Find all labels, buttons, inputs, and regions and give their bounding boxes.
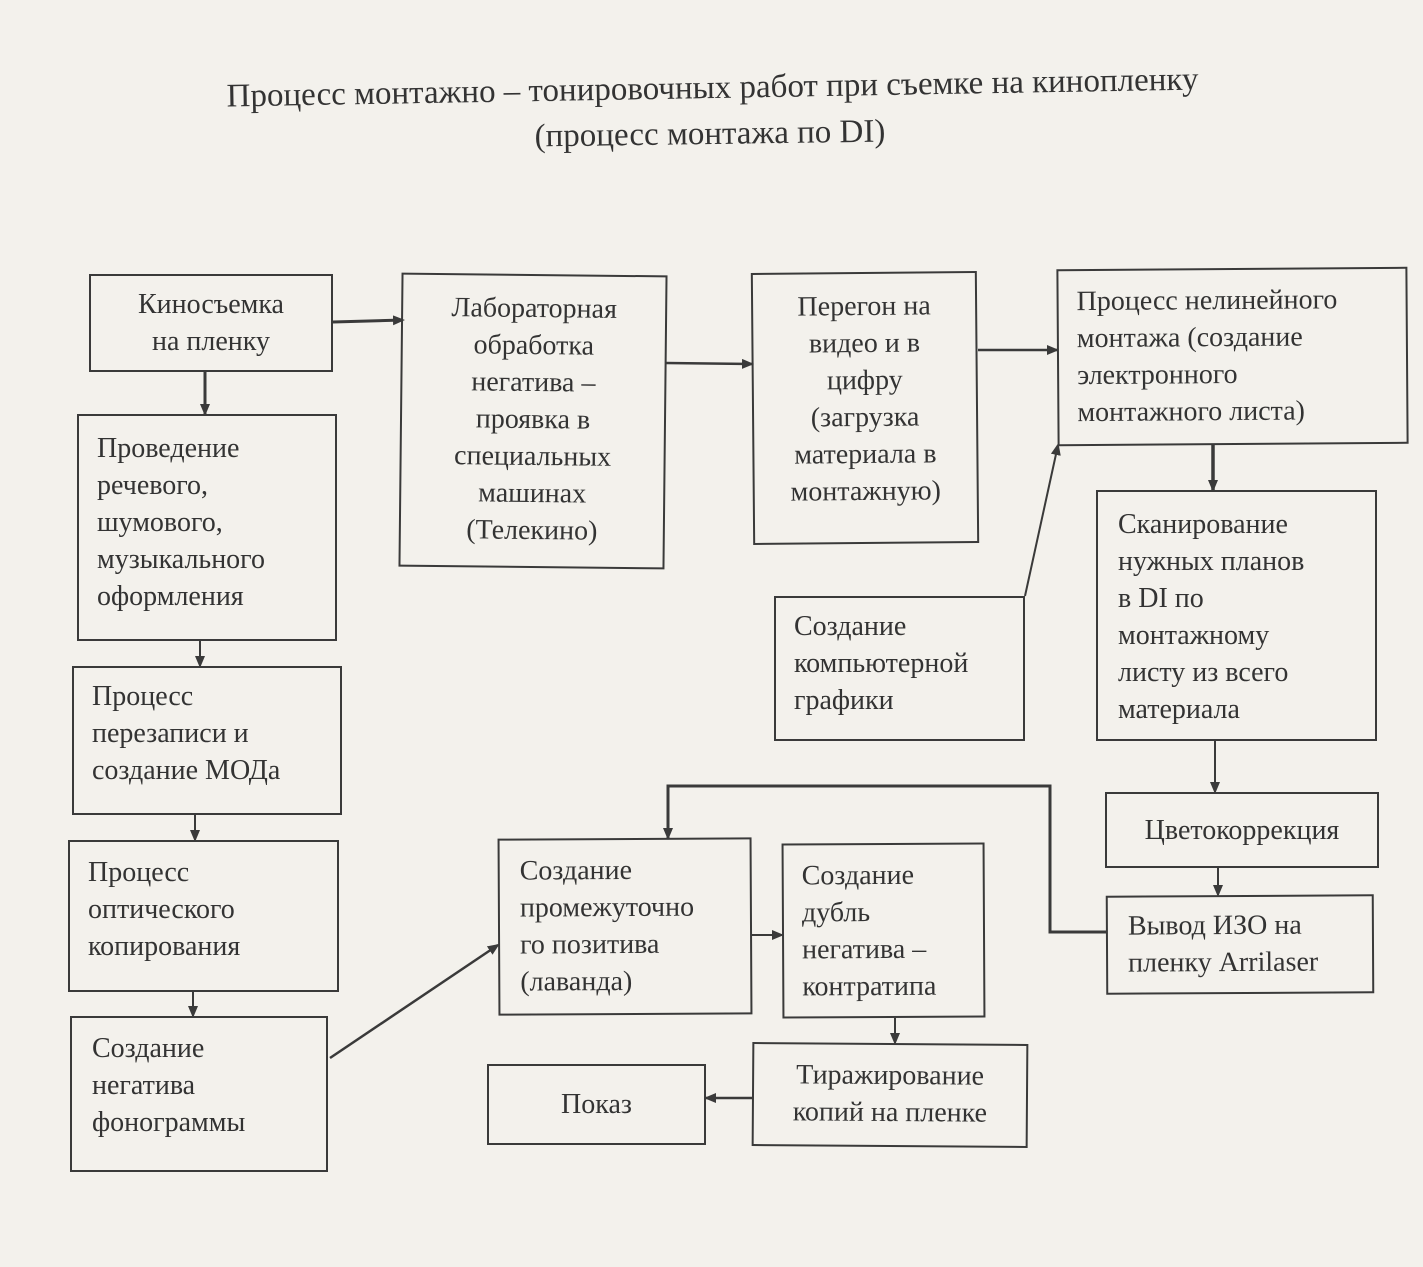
box-dupe-negative: Создание дубль негатива – контратипа [781, 842, 986, 1019]
box-color-correction: Цветокоррекция [1105, 792, 1379, 868]
box-release-prints: Тиражирование копий на пленке [751, 1042, 1029, 1148]
box-di-scanning: Сканирование нужных планов в DI по монта… [1096, 490, 1377, 741]
arrow-shooting-to-lab [332, 315, 405, 326]
box-lab-processing: Лабораторная обработка негатива – проявк… [398, 272, 668, 570]
box-rerecording: Процесс перезаписи и создание МОДа [72, 666, 342, 815]
arrow-sound-negative-to-interpositive [329, 943, 500, 1060]
arrow-lab-to-transfer [665, 358, 754, 369]
arrow-arrilaser-to-interpositive [663, 784, 1106, 934]
box-computer-graphics: Создание компьютерной графики [774, 596, 1025, 741]
box-shooting: Киносъемка на пленку [89, 274, 333, 372]
box-screening: Показ [487, 1064, 706, 1145]
box-sound-design: Проведение речевого, шумового, музыкальн… [77, 414, 337, 641]
box-arrilaser-output: Вывод ИЗО на пленку Arrilaser [1105, 894, 1375, 995]
box-telecine-transfer: Перегон на видео и в цифру (загрузка мат… [750, 271, 980, 545]
box-sound-negative: Создание негатива фонограммы [70, 1016, 328, 1172]
box-nonlinear-editing: Процесс нелинейного монтажа (создание эл… [1056, 266, 1409, 447]
box-optical-copying: Процесс оптического копирования [68, 840, 339, 992]
box-interpositive: Создание промежуточно го позитива (лаван… [497, 837, 753, 1016]
arrow-cg-to-nonlinear [1024, 443, 1061, 597]
